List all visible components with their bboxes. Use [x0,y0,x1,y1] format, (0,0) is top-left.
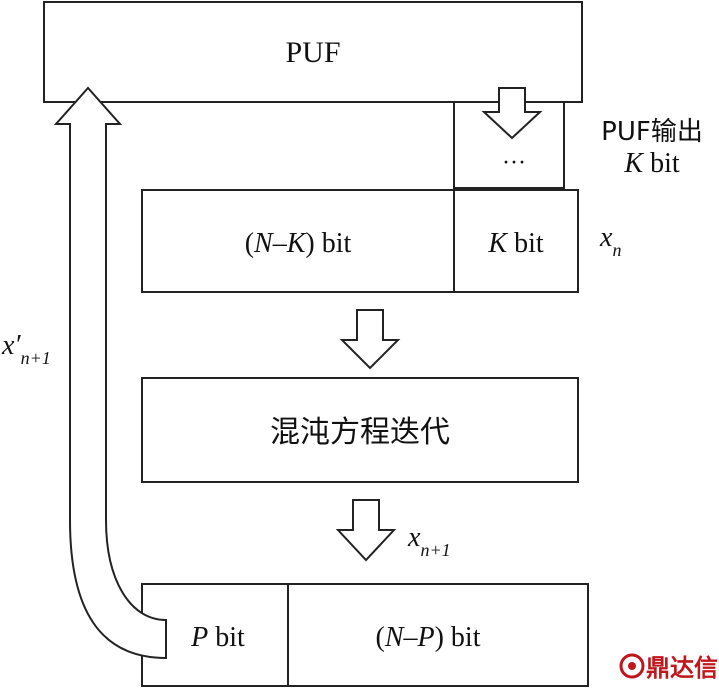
output-right-field-label: (N–P) bit [375,622,480,653]
xn-register [141,189,579,293]
xn-side-label: xn [599,222,621,260]
xn1-prime-label: x′n+1 [1,330,51,368]
watermark-text: 鼎达信 [646,654,718,682]
puf-output-label-line1: PUF输出 [601,117,703,147]
feedback-arrow [53,86,167,660]
xn1-label: xn+1 [407,522,451,560]
puf-output-label-line2: K bit [623,148,679,179]
puf-label: PUF [285,36,340,69]
puf-output-dots: ··· [502,150,526,176]
watermark-logo: 鼎达信 [619,653,718,682]
xn-right-field-label: K bit [487,228,543,259]
arrow-to-output [335,499,397,562]
arrow-to-chaos [339,309,401,370]
puf-box [43,1,583,103]
chaos-label: 混沌方程迭代 [270,415,450,450]
xn-left-field-label: (N–K) bit [245,228,352,259]
output-left-field-label: P bit [190,622,245,653]
puf-output-arrow [481,87,543,140]
chaos-box [141,377,579,483]
watermark-logo-icon [619,653,645,679]
